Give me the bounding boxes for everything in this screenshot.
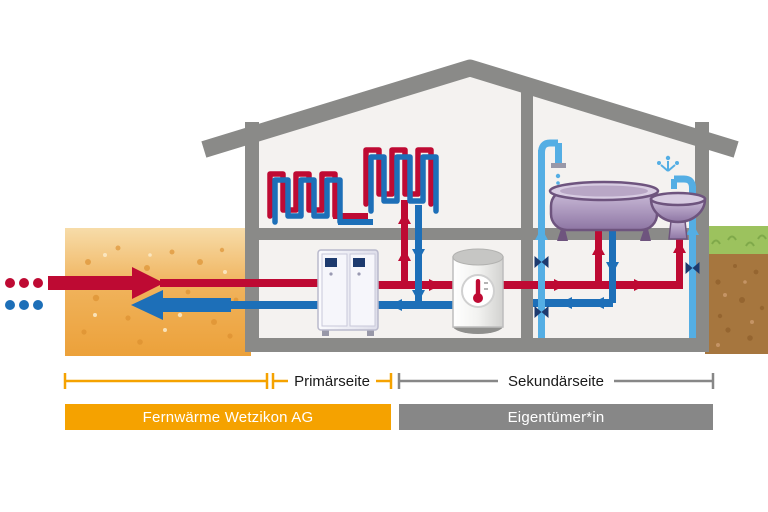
water-drip: [556, 181, 560, 185]
provider-bar-label: Fernwärme Wetzikon AG: [143, 409, 314, 426]
cold-bend-sink: [674, 175, 696, 189]
unit-knob: [329, 272, 333, 276]
supply-dots: [5, 278, 43, 288]
roof: [201, 59, 739, 158]
ground-left: [65, 228, 251, 356]
unit-foot: [367, 330, 374, 336]
water-splash-icon: [657, 155, 679, 172]
supply-arrow-icon: [132, 267, 164, 299]
right-wall: [695, 122, 709, 352]
return-pipe-secondary: [533, 299, 613, 307]
thermometer-icon: [473, 279, 488, 303]
coil-connector-return: [338, 219, 373, 225]
bathtub-leg: [640, 229, 651, 241]
bathtub-spout-pipe: [555, 143, 562, 167]
return-pipe-thin: [229, 301, 330, 309]
district-supply-pipe: [48, 276, 132, 290]
left-wall: [245, 122, 259, 352]
soil-light-speckles: [716, 280, 754, 347]
floor-slab: [245, 338, 709, 352]
cold-riser-sink: [689, 186, 696, 338]
grass-tufts: [711, 234, 767, 247]
water-drip: [555, 173, 561, 179]
bathtub-faucet-icon: [551, 163, 566, 168]
bathtub-leg: [557, 229, 568, 241]
cold-flow-arrows: [535, 223, 699, 240]
return-arrow-icon: [131, 290, 163, 320]
return-flow-arrows: [390, 249, 619, 311]
sink-rim: [649, 191, 707, 207]
measure-lines: Primärseite Sekundärseite: [63, 373, 715, 390]
radiator-coil-right-hot: [363, 147, 434, 207]
radiator-coil-right-return: [368, 154, 439, 214]
unit-knob: [357, 272, 361, 276]
hot-riser: [401, 200, 408, 285]
bathtub: [548, 163, 660, 241]
radiator-coil-left-hot: [267, 171, 338, 219]
valve-icon: [534, 306, 549, 318]
district-heating-connection: [5, 267, 330, 320]
cold-water-pipes: [538, 139, 696, 338]
owner-bar-label: Eigentümer*in: [508, 409, 605, 426]
coil-connector-hot: [333, 213, 368, 219]
owner-bar: [399, 404, 713, 430]
cold-bend-bathtub: [538, 139, 558, 154]
sink-spout-pipe: [671, 179, 677, 189]
primary-side-label: Primärseite: [294, 373, 370, 390]
ground-right: [705, 226, 768, 354]
valve-icon: [685, 262, 700, 274]
provider-bar: [65, 404, 391, 430]
cold-riser-bathtub: [538, 150, 545, 338]
valve-icon: [534, 256, 549, 268]
district-return-pipe: [161, 298, 231, 312]
unit-display-icon: [353, 258, 365, 267]
unit-display-icon: [325, 258, 337, 267]
radiator-circuit: [267, 147, 439, 225]
sink: [649, 155, 707, 240]
soil-speckles: [715, 264, 765, 341]
heat-exchanger-unit: [317, 249, 379, 336]
supply-pipe-thin: [160, 279, 330, 287]
radiator-coil-left-return: [272, 177, 343, 225]
sink-pedestal: [668, 220, 688, 240]
valve-icons: [534, 256, 700, 318]
ownership-bars: Fernwärme Wetzikon AG Eigentümer*in: [65, 404, 713, 430]
storage-tank: [452, 248, 504, 334]
return-dots: [5, 300, 43, 310]
secondary-side-label: Sekundärseite: [508, 373, 604, 390]
bathtub-water: [560, 185, 648, 197]
tank-top: [452, 248, 504, 266]
hot-pipe-secondary: [503, 281, 683, 289]
unit-foot: [322, 330, 329, 336]
interior-wall: [521, 92, 533, 338]
